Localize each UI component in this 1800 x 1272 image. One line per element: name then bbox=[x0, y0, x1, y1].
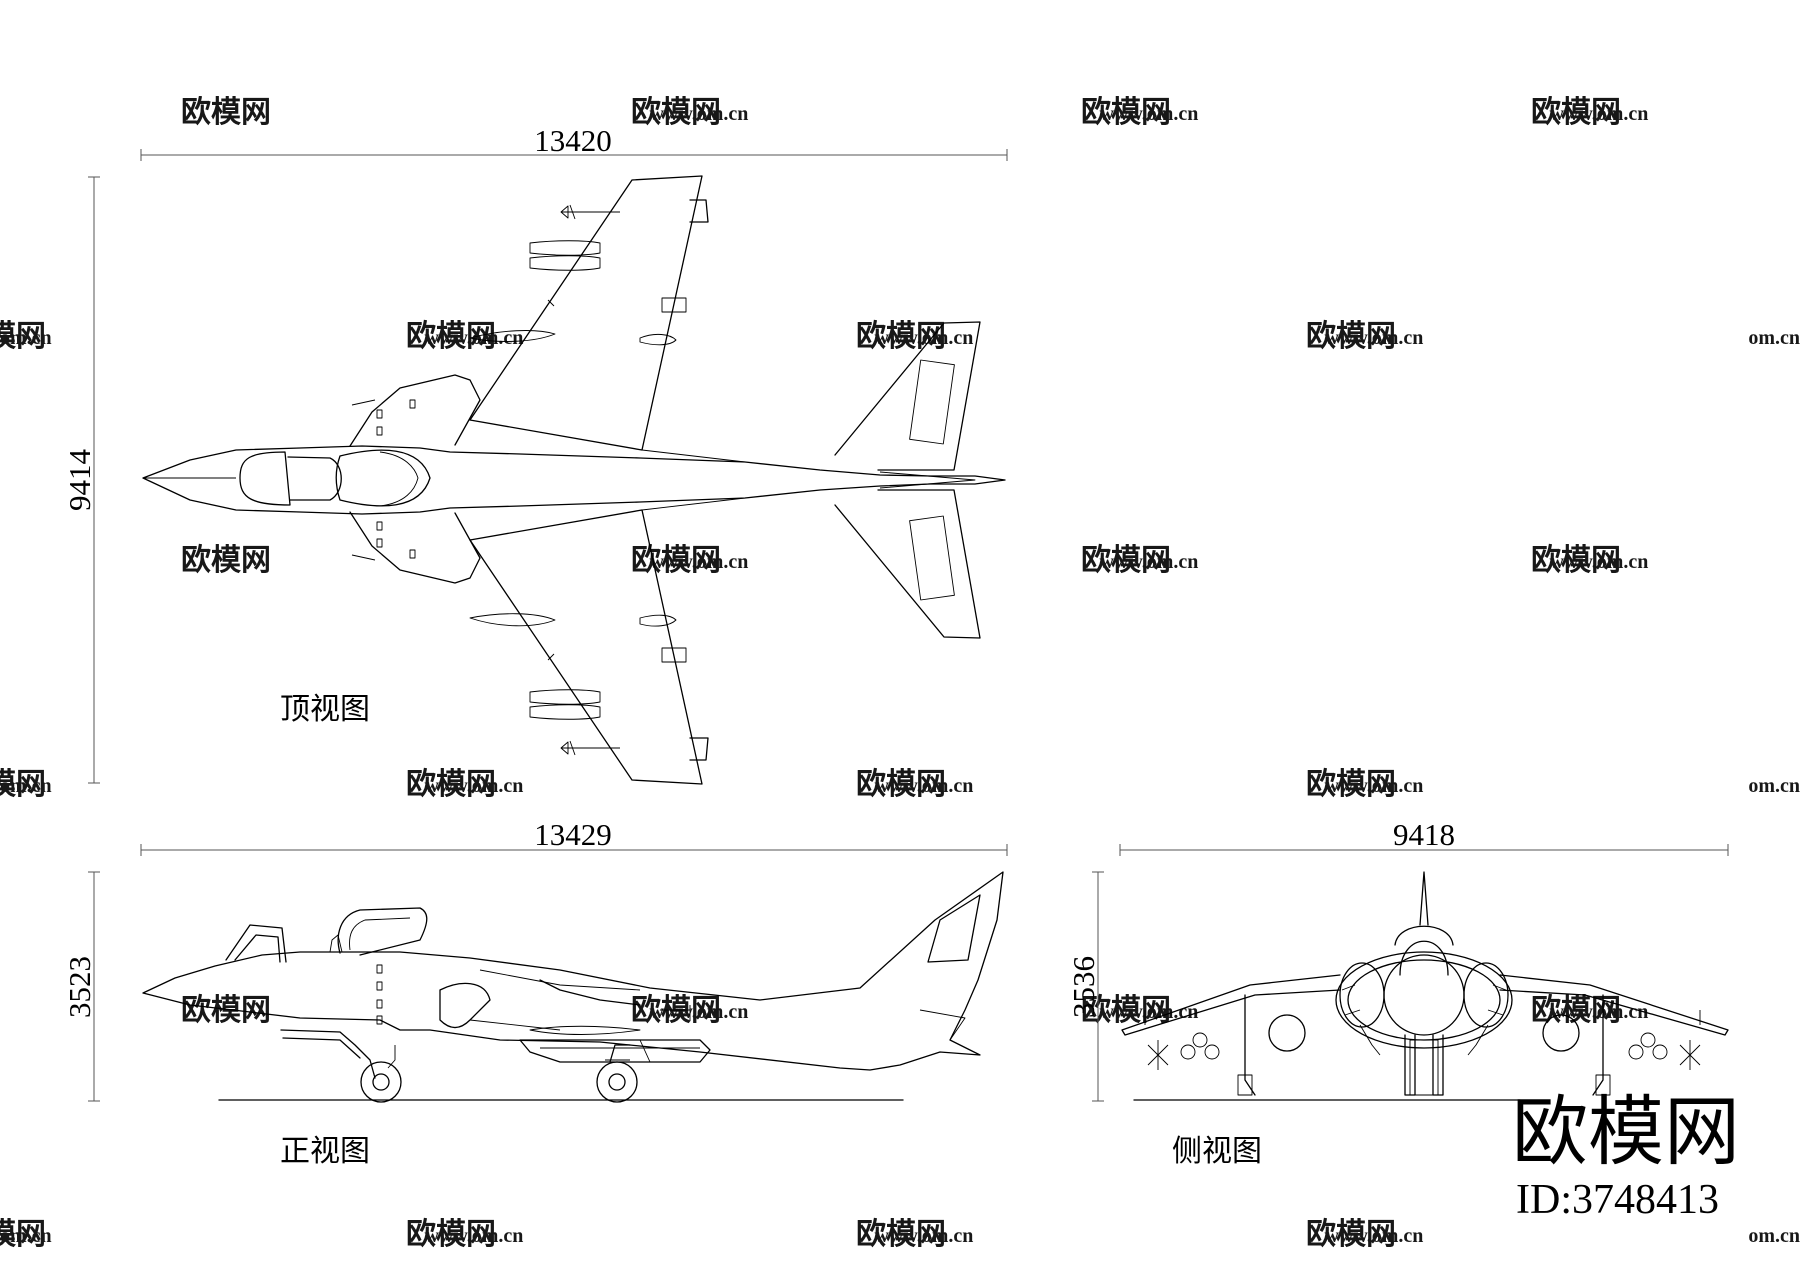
watermark-logo: 欧模网 bbox=[0, 320, 46, 353]
top-view-aircraft bbox=[142, 175, 1006, 785]
watermark-layer: 欧模网欧模网欧模网欧模网www.om.cnwww.om.cnwww.om.cn欧… bbox=[0, 96, 1800, 1251]
side-view-caption: 正视图 bbox=[280, 1135, 370, 1168]
watermark-logo: 欧模网 bbox=[406, 1218, 496, 1251]
watermark-url: www.om.cn bbox=[425, 327, 524, 349]
watermark-url: www.om.cn bbox=[1550, 103, 1649, 125]
watermark-logo: 欧模网 bbox=[1531, 544, 1621, 577]
front-view-aircraft bbox=[1121, 871, 1729, 1101]
watermark-url: www.om.cn bbox=[650, 103, 749, 125]
watermark-url-edge: om.cn bbox=[0, 327, 52, 349]
watermark-logo: 欧模网 bbox=[181, 544, 271, 577]
watermark-logo: 欧模网 bbox=[856, 768, 946, 801]
watermark-logo: 欧模网 bbox=[1081, 994, 1171, 1027]
watermark-url: www.om.cn bbox=[650, 1001, 749, 1023]
dimension-lines bbox=[88, 149, 1729, 1102]
watermark-logo: 欧模网 bbox=[1081, 96, 1171, 129]
dim-front-width: 9418 bbox=[1393, 817, 1455, 852]
watermark-logo: 欧模网 bbox=[856, 1218, 946, 1251]
watermark-logo: 欧模网 bbox=[0, 768, 46, 801]
watermark-logo: 欧模网 bbox=[1306, 1218, 1396, 1251]
watermark-url-edge: om.cn bbox=[0, 1225, 52, 1247]
watermark-logo: 欧模网 bbox=[1531, 96, 1621, 129]
watermark-logo: 欧模网 bbox=[1306, 768, 1396, 801]
watermark-logo: 欧模网 bbox=[1531, 994, 1621, 1027]
watermark-logo: 欧模网 bbox=[856, 320, 946, 353]
dim-top-width: 13420 bbox=[534, 123, 612, 158]
front-view-caption: 侧视图 bbox=[1172, 1135, 1262, 1168]
watermark-url-edge: om.cn bbox=[1748, 775, 1800, 797]
watermark-logo: 欧模网 bbox=[181, 994, 271, 1027]
dim-front-height: 3536 bbox=[1066, 956, 1101, 1018]
watermark-url: www.om.cn bbox=[1550, 551, 1649, 573]
watermark-url: www.om.cn bbox=[875, 775, 974, 797]
watermark-logo: 欧模网 bbox=[1081, 544, 1171, 577]
watermark-url: www.om.cn bbox=[875, 1225, 974, 1247]
watermark-url: www.om.cn bbox=[1325, 775, 1424, 797]
dim-top-height: 9414 bbox=[62, 449, 97, 512]
dim-side-height: 3523 bbox=[62, 956, 97, 1018]
watermark-url: www.om.cn bbox=[1325, 327, 1424, 349]
watermark-url-edge: om.cn bbox=[1748, 327, 1800, 349]
watermark-logo: 欧模网 bbox=[631, 544, 721, 577]
watermark-logo: 欧模网 bbox=[631, 994, 721, 1027]
watermark-url: www.om.cn bbox=[1550, 1001, 1649, 1023]
dim-side-width: 13429 bbox=[534, 817, 612, 852]
watermark-url: www.om.cn bbox=[1100, 1001, 1199, 1023]
side-view-aircraft bbox=[142, 871, 1004, 1103]
watermark-url: www.om.cn bbox=[1100, 103, 1199, 125]
watermark-logo: 欧模网 bbox=[406, 768, 496, 801]
watermark-url-edge: om.cn bbox=[0, 775, 52, 797]
watermark-url-edge: om.cn bbox=[1748, 1225, 1800, 1247]
watermark-url: www.om.cn bbox=[1325, 1225, 1424, 1247]
watermark-url: www.om.cn bbox=[875, 327, 974, 349]
watermark-logo: 欧模网 bbox=[181, 96, 271, 129]
watermark-url: www.om.cn bbox=[650, 551, 749, 573]
brand-id-text: ID:3748413 bbox=[1516, 1177, 1719, 1223]
watermark-logo: 欧模网 bbox=[1306, 320, 1396, 353]
watermark-url: www.om.cn bbox=[425, 1225, 524, 1247]
brand-logo-text: 欧模网 bbox=[1512, 1091, 1740, 1175]
watermark-url: www.om.cn bbox=[1100, 551, 1199, 573]
watermark-url: www.om.cn bbox=[425, 775, 524, 797]
watermark-logo: 欧模网 bbox=[406, 320, 496, 353]
watermark-logo: 欧模网 bbox=[631, 96, 721, 129]
top-view-caption: 顶视图 bbox=[280, 693, 370, 726]
watermark-logo: 欧模网 bbox=[0, 1218, 46, 1251]
